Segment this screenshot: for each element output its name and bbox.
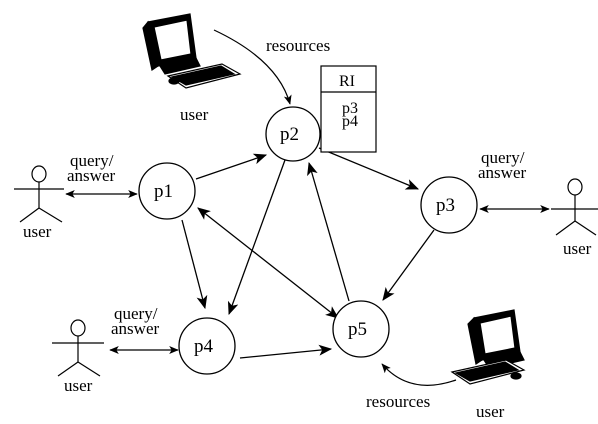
node-label: p1	[154, 181, 173, 202]
resources-label: resources	[266, 36, 330, 55]
node-p4: p4	[178, 317, 236, 375]
query-label: query/	[70, 151, 114, 170]
computer-top: user resources	[142, 13, 330, 124]
user-left-p4: user query/ answer	[52, 304, 179, 395]
node-p5: p5	[332, 300, 390, 358]
node-label: p5	[348, 319, 367, 340]
query-label: query/	[114, 304, 158, 323]
ri-table-row: p3	[342, 100, 358, 117]
user-left-p1: user query/ answer	[14, 151, 138, 241]
edge-p5-p2	[307, 161, 350, 302]
computer-user-label: user	[476, 402, 505, 421]
peer-edges	[181, 147, 435, 359]
ri-table: RI p3 p4	[320, 65, 377, 153]
edge-p1-p5	[197, 207, 339, 319]
stick-figure-user-icon	[14, 165, 64, 223]
edge-p1-p4	[181, 219, 208, 310]
answer-label: answer	[478, 163, 526, 182]
answer-label: answer	[111, 319, 159, 338]
node-label: p2	[280, 124, 299, 145]
user-label: user	[64, 376, 93, 395]
node-label: p4	[194, 336, 214, 357]
user-right-p3: user query/ answer	[478, 148, 598, 258]
resources-arrow	[213, 29, 292, 105]
desktop-computer-icon	[450, 309, 526, 385]
ri-table-row: p4	[342, 113, 358, 130]
resources-arrow	[381, 363, 457, 386]
answer-label: answer	[67, 166, 115, 185]
user-label: user	[563, 239, 592, 258]
node-p2: p2	[265, 106, 321, 162]
stick-figure-user-icon	[52, 319, 104, 377]
node-label: p3	[436, 195, 455, 216]
edge-p2-p4	[227, 159, 286, 316]
stick-figure-user-icon	[551, 178, 598, 236]
query-label: query/	[481, 148, 525, 167]
edge-p2-p3	[318, 147, 420, 190]
computer-user-label: user	[180, 105, 209, 124]
desktop-computer-icon	[142, 13, 242, 89]
computer-bottom: user resources	[366, 309, 526, 421]
resources-label: resources	[366, 392, 430, 411]
node-p1: p1	[138, 162, 196, 220]
ri-table-header: RI	[339, 73, 355, 90]
user-label: user	[23, 222, 52, 241]
node-p3: p3	[420, 176, 478, 234]
edge-p3-p5	[382, 229, 435, 301]
edge-p1-p2	[195, 153, 268, 180]
edge-p4-p5	[239, 344, 333, 359]
